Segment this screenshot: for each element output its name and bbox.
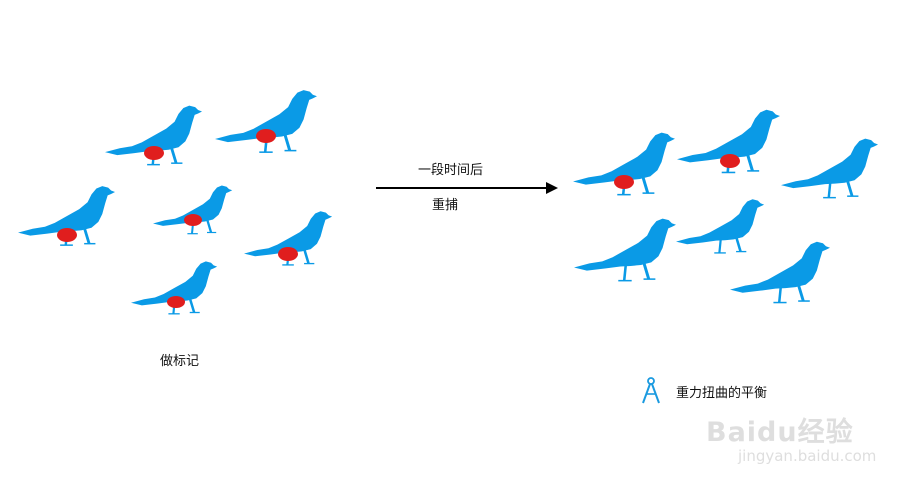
bird-icon — [574, 218, 676, 282]
tag-mark — [144, 146, 164, 160]
mark-label: 做标记 — [160, 354, 200, 369]
tag-mark — [614, 175, 634, 189]
recaptured-bird — [781, 138, 879, 199]
compass-icon — [642, 377, 660, 404]
marked-bird — [105, 105, 203, 166]
bird-icon — [153, 185, 233, 235]
marked-bird — [153, 185, 233, 235]
marked-bird — [131, 261, 218, 315]
watermark-logo: Baidu经验 — [706, 417, 854, 448]
caption-text: 重力扭曲的平衡 — [676, 385, 768, 401]
watermark-url: jingyan.baidu.com — [738, 447, 877, 465]
tag-mark — [720, 154, 740, 168]
bird-icon — [215, 90, 317, 153]
tag-mark — [256, 129, 276, 143]
recaptured-bird — [573, 132, 675, 196]
caption: 重力扭曲的平衡 — [640, 377, 767, 405]
bird-icon — [781, 138, 879, 199]
recaptured-bird — [677, 109, 780, 174]
marked-bird — [18, 186, 116, 246]
time-passes-label: 一段时间后 — [418, 163, 484, 178]
marked-bird — [244, 211, 333, 266]
arrow-head — [546, 182, 558, 194]
recapture-label: 重捕 — [432, 198, 459, 213]
marked-bird — [215, 90, 317, 153]
tag-mark — [57, 228, 77, 242]
tag-mark — [278, 247, 298, 261]
tag-mark — [167, 296, 185, 308]
tag-mark — [184, 214, 202, 226]
recaptured-bird — [676, 199, 765, 254]
recaptured-bird — [574, 218, 676, 282]
bird-icon — [676, 199, 765, 254]
